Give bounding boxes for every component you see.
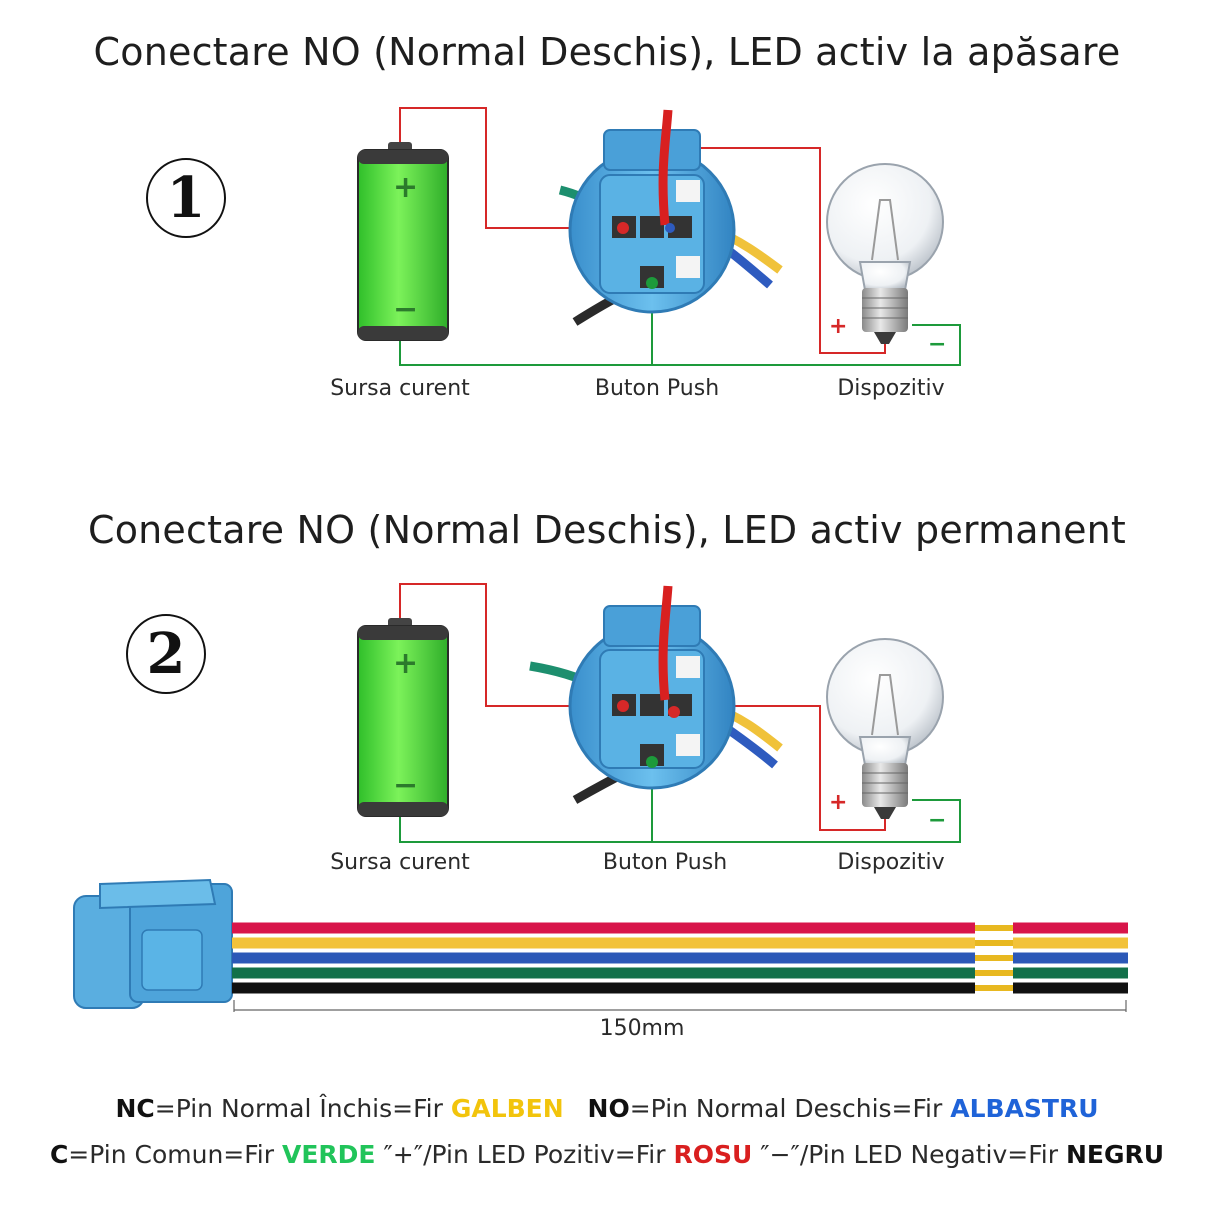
battery-icon: [357, 618, 449, 817]
legend-no-text: =Pin Normal Deschis=Fir: [629, 1094, 951, 1123]
button-label: Buton Push: [602, 850, 728, 875]
source-label: Sursa curent: [330, 850, 470, 875]
circuit-wires-1: [399, 107, 961, 366]
legend-no-key: NO: [587, 1094, 630, 1123]
cable-wires: [232, 922, 1128, 994]
battery-icon: [357, 142, 449, 341]
light-bulb-icon: [826, 638, 944, 819]
light-bulb-icon: [826, 163, 944, 344]
diagram-2-number: 2: [126, 614, 206, 694]
legend-plus-color: ROSU: [673, 1140, 753, 1169]
legend-line-2: C=Pin Comun=Fir VERDE ″+″/Pin LED Poziti…: [0, 1140, 1214, 1169]
cable-harness: [73, 878, 1128, 1012]
cable-length-label: 150mm: [599, 1016, 685, 1041]
device-label: Dispozitiv: [837, 376, 945, 401]
legend-plus-text: /Pin LED Pozitiv=Fir: [423, 1140, 674, 1169]
legend-c-text: =Pin Comun=Fir: [68, 1140, 282, 1169]
push-button-connector: [529, 585, 783, 804]
legend-minus-key: ″−″: [752, 1140, 800, 1169]
legend-nc-color: GALBEN: [450, 1094, 564, 1123]
circuit-wires-2: [399, 583, 961, 843]
source-label: Sursa curent: [330, 376, 470, 401]
legend-line-1: NC=Pin Normal Închis=Fir GALBEN NO=Pin N…: [0, 1094, 1214, 1123]
legend-nc-text: =Pin Normal Închis=Fir: [154, 1094, 451, 1123]
battery-plus-sign: +: [393, 170, 419, 205]
diagram-2: [357, 583, 961, 843]
device-plus-sign: +: [829, 314, 848, 339]
legend-c-color: VERDE: [281, 1140, 376, 1169]
device-plus-sign: +: [829, 790, 848, 815]
cable-connector-housing: [73, 878, 233, 1009]
button-label: Buton Push: [594, 376, 720, 401]
legend-minus-text: /Pin LED Negativ=Fir: [799, 1140, 1066, 1169]
device-label: Dispozitiv: [837, 850, 945, 875]
diagram-1-number: 1: [146, 158, 226, 238]
diagram-2-title: Conectare NO (Normal Deschis), LED activ…: [87, 508, 1127, 552]
legend-nc-key: NC: [115, 1094, 155, 1123]
device-minus-sign: −: [928, 808, 947, 833]
diagram-1: [357, 107, 961, 366]
legend-no-color: ALBASTRU: [950, 1094, 1099, 1123]
battery-minus-sign: −: [393, 768, 419, 803]
device-minus-sign: −: [928, 332, 947, 357]
push-button-connector: [558, 109, 783, 326]
cable-dimension: [233, 1000, 1127, 1012]
battery-plus-sign: +: [393, 646, 419, 681]
battery-minus-sign: −: [393, 292, 419, 327]
legend-c-key: C: [49, 1140, 69, 1169]
legend-plus-key: ″+″: [375, 1140, 424, 1169]
legend-minus-color: NEGRU: [1065, 1140, 1165, 1169]
diagram-1-title: Conectare NO (Normal Deschis), LED activ…: [93, 30, 1121, 74]
